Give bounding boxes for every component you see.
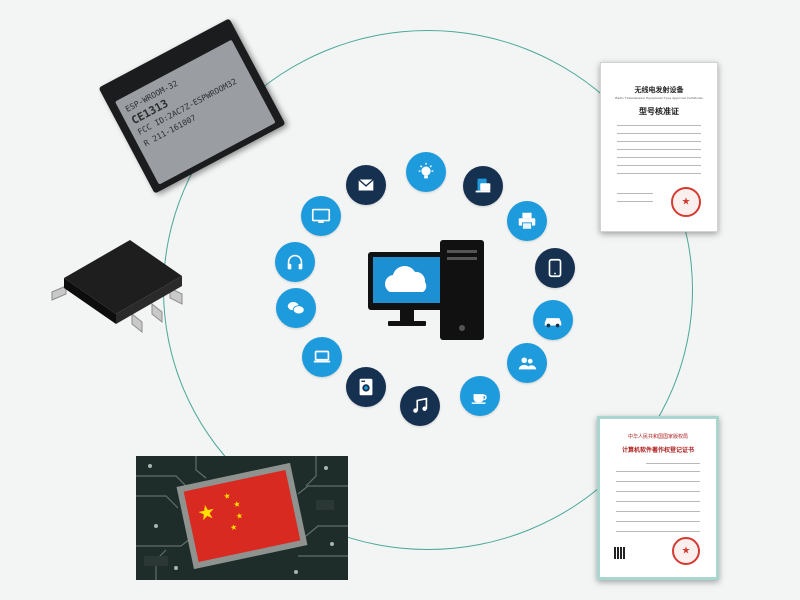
software-copyright-certificate: 中华人民共和国国家版权局 计算机软件著作权登记证书 xyxy=(597,416,719,580)
svg-text:★: ★ xyxy=(195,499,218,526)
lightbulb-icon xyxy=(406,152,446,192)
certificate-seal xyxy=(672,537,700,565)
car-icon xyxy=(533,300,573,340)
users-icon xyxy=(507,343,547,383)
laptop-icon xyxy=(302,337,342,377)
printer-icon xyxy=(507,201,547,241)
sot-transistor-chip-photo xyxy=(51,240,183,334)
mail-icon xyxy=(346,165,386,205)
svg-text:★: ★ xyxy=(233,499,242,509)
certificate-english-title: Radio Transmission Equipment Type Approv… xyxy=(615,96,703,100)
chat-bubbles-icon xyxy=(276,288,316,328)
radio-type-approval-certificate: 无线电发射设备 型号核准证 Radio Transmission Equipme… xyxy=(600,62,718,232)
certificate-subtitle: 型号核准证 xyxy=(639,106,679,116)
desktop-computer-icon xyxy=(368,240,484,340)
certificate-subtitle: 计算机软件著作权登记证书 xyxy=(621,447,694,454)
certificate-seal xyxy=(671,187,701,217)
certificate-title: 无线电发射设备 xyxy=(634,85,684,94)
svg-text:★: ★ xyxy=(223,491,232,501)
coffee-cup-icon xyxy=(460,376,500,416)
music-note-icon xyxy=(400,386,440,426)
qr-code-icon xyxy=(614,547,626,559)
tv-icon xyxy=(301,196,341,236)
tablet-icon xyxy=(535,248,575,288)
svg-text:★: ★ xyxy=(235,511,244,521)
headphones-icon xyxy=(275,242,315,282)
certificate-title: 中华人民共和国国家版权局 xyxy=(627,434,688,440)
chinese-cpu-board-photo: ★ ★ ★ ★ ★ xyxy=(136,456,348,580)
washing-machine-icon xyxy=(346,367,386,407)
devices-icon xyxy=(463,166,503,206)
svg-text:★: ★ xyxy=(229,522,238,532)
